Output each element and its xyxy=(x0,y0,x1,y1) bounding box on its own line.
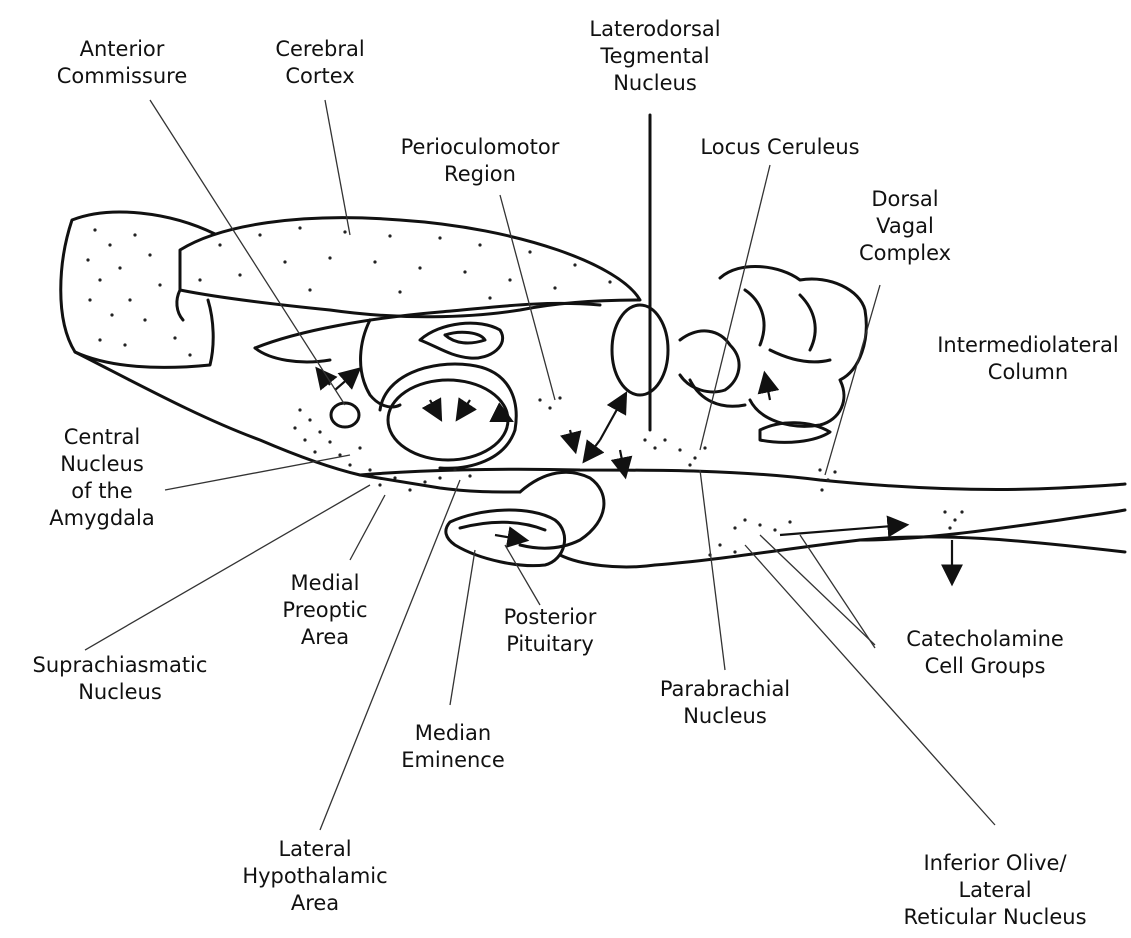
label-locus-ceruleus: Locus Ceruleus xyxy=(670,134,890,161)
leader-perioculomotor xyxy=(500,195,555,400)
thalamus xyxy=(388,380,508,460)
cerebellum-folia1 xyxy=(680,331,739,392)
label-inferior-olive: Inferior Olive/ Lateral Reticular Nucleu… xyxy=(870,850,1120,931)
brainstem-lower xyxy=(655,537,1125,565)
brainstem-stipple xyxy=(538,396,963,556)
label-medial-preoptic: Medial Preoptic Area xyxy=(255,570,395,651)
brainstem-ventral xyxy=(560,555,655,567)
corpus-callosum xyxy=(255,303,600,348)
label-median-eminence: Median Eminence xyxy=(378,720,528,774)
label-central-nucleus-amygdala: Central Nucleus of the Amygdala xyxy=(22,424,182,532)
arrow-thal-1 xyxy=(430,400,440,418)
label-parabrachial: Parabrachial Nucleus xyxy=(620,676,830,730)
label-intermediolateral: Intermediolateral Column xyxy=(928,332,1128,386)
arrow-ac-2 xyxy=(335,370,358,390)
cerebellum-outline xyxy=(720,266,866,426)
label-posterior-pituitary: Posterior Pituitary xyxy=(475,604,625,658)
label-catecholamine: Catecholamine Cell Groups xyxy=(870,626,1100,680)
arrow-cer xyxy=(765,375,770,400)
leader-posterior-pituitary xyxy=(505,545,540,605)
label-anterior-commissure: Anterior Commissure xyxy=(22,36,222,90)
hippocampus-inner xyxy=(445,332,485,343)
label-dorsal-vagal: Dorsal Vagal Complex xyxy=(830,186,980,267)
label-perioculomotor: Perioculomotor Region xyxy=(355,134,605,188)
anterior-commissure-struct xyxy=(331,403,359,427)
leader-central-nucleus xyxy=(165,455,350,490)
arrow-bs-2 xyxy=(585,440,600,460)
cortex-inner-curve xyxy=(177,290,183,320)
leader-catecholamine-1 xyxy=(760,535,875,645)
arrow-pit xyxy=(495,535,525,540)
label-suprachiasmatic: Suprachiasmatic Nucleus xyxy=(0,652,240,706)
arrow-thal-2 xyxy=(458,400,470,418)
label-lateral-hypothalamic: Lateral Hypothalamic Area xyxy=(215,836,415,917)
leader-lateral-hypothalamic xyxy=(320,480,460,830)
leader-cerebral-cortex xyxy=(325,100,350,235)
cerebral-cortex-outline xyxy=(180,218,640,317)
arrow-cat xyxy=(780,525,905,535)
pituitary-inner xyxy=(460,522,545,530)
brainstem-upper xyxy=(360,469,1125,489)
pituitary xyxy=(446,510,565,566)
corpus-callosum-lower xyxy=(255,348,330,362)
arrow-bs-1 xyxy=(600,395,625,440)
label-cerebral-cortex: Cerebral Cortex xyxy=(240,36,400,90)
pons xyxy=(520,472,604,548)
leader-median-eminence xyxy=(450,550,475,705)
inferior-colliculus xyxy=(612,305,668,395)
arrow-bs-4 xyxy=(570,430,575,450)
leader-parabrachial xyxy=(700,470,725,670)
leader-dorsal-vagal xyxy=(825,285,880,475)
hippocampus xyxy=(420,323,503,358)
label-laterodorsal-tegmental: Laterodorsal Tegmental Nucleus xyxy=(555,16,755,97)
olfactory-stipple xyxy=(86,228,191,356)
cerebellum-folia5 xyxy=(770,350,830,362)
cerebellum-folia3 xyxy=(745,290,764,345)
cortex-stipple xyxy=(198,226,611,299)
cerebellum-folia4 xyxy=(800,295,815,350)
septal-region xyxy=(361,320,400,407)
olfactory-bulb xyxy=(61,212,215,367)
leader-medial-preoptic xyxy=(350,495,385,560)
leader-catecholamine-2 xyxy=(800,535,875,648)
